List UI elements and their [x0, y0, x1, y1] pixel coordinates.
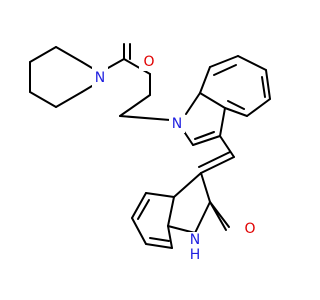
- atom-n-piperidine: N: [95, 70, 105, 86]
- bond: [81, 85, 93, 93]
- bond: [123, 58, 151, 75]
- atom-h-oxindole: H: [190, 247, 201, 263]
- bond: [29, 91, 57, 108]
- molecule-structure: N O N O N H: [29, 43, 271, 264]
- bonds: [29, 43, 271, 249]
- bond: [265, 69, 271, 100]
- bond: [29, 46, 57, 63]
- bond: [213, 64, 237, 76]
- bond: [137, 199, 150, 220]
- bond: [173, 172, 202, 198]
- bond: [261, 76, 266, 98]
- bond: [131, 192, 147, 219]
- bond: [194, 201, 211, 234]
- atom-o-oxindole: O: [244, 221, 255, 237]
- bond: [167, 225, 173, 249]
- atom-labels: N O N O N H: [92, 51, 258, 264]
- bond: [145, 243, 173, 249]
- bond: [192, 135, 221, 146]
- bond: [55, 91, 83, 108]
- atom-o-amide: O: [143, 54, 154, 70]
- bond: [185, 92, 201, 115]
- bond: [119, 94, 151, 117]
- bond: [209, 201, 227, 231]
- bond: [200, 172, 211, 203]
- bond: [200, 156, 235, 174]
- bond: [149, 237, 170, 242]
- bond: [55, 46, 83, 63]
- bond: [237, 55, 267, 71]
- bond: [219, 107, 226, 137]
- bond: [224, 107, 248, 117]
- bond: [227, 100, 245, 110]
- bond: [219, 135, 235, 158]
- bond: [167, 225, 196, 234]
- bond: [119, 115, 171, 121]
- bond: [145, 192, 175, 198]
- bond: [198, 151, 231, 168]
- bond: [209, 55, 239, 68]
- bond: [199, 66, 211, 94]
- bond: [194, 131, 215, 140]
- bond: [81, 61, 93, 69]
- atom-n-oxindole: N: [190, 232, 200, 248]
- bond: [167, 196, 175, 227]
- bond: [246, 98, 271, 117]
- atom-n-indole: N: [172, 116, 182, 132]
- bond: [107, 58, 125, 69]
- bond: [199, 92, 226, 109]
- bond: [131, 217, 147, 245]
- structure-diagram: N O N O N H: [29, 43, 271, 264]
